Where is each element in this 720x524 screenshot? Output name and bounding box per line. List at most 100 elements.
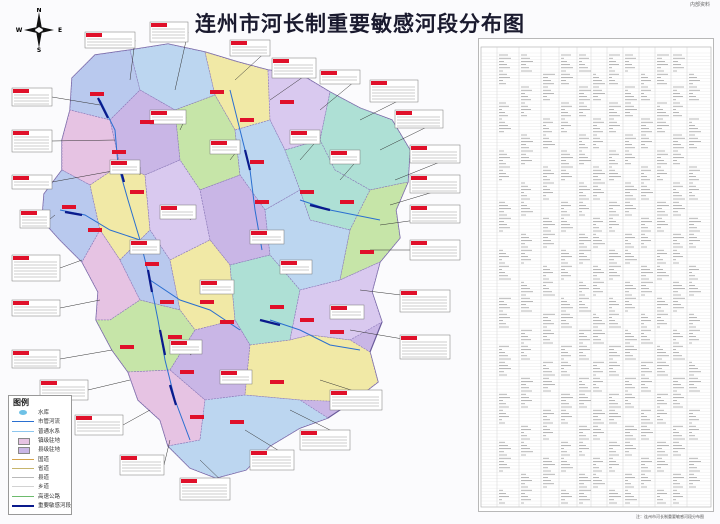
segment-callout-tag <box>291 131 307 135</box>
segment-callout-tag <box>281 261 297 265</box>
legend-label: 县级驻地 <box>38 447 61 454</box>
segment-callout <box>179 477 231 501</box>
segment-callout-tag <box>13 131 29 135</box>
leader-line <box>49 214 56 220</box>
sensitive-segment <box>259 318 281 327</box>
river-segment-label <box>220 320 234 324</box>
river-south-east-branch <box>269 319 361 351</box>
compass-east: E <box>58 27 62 34</box>
leader-line <box>51 169 119 183</box>
segment-callout-tag <box>301 431 317 435</box>
compass-west: W <box>16 27 23 34</box>
river-segment-label <box>360 250 374 254</box>
river-segment-label <box>168 335 182 339</box>
legend-label: 镇级驻地 <box>38 437 61 444</box>
segment-callout-tag <box>13 89 29 93</box>
segment-callout-tag <box>331 391 347 395</box>
map-footnote: 注：连州市河长制重要敏感河段分布图 <box>636 514 704 519</box>
legend-symbol-icon <box>12 505 34 507</box>
segment-callout-tag <box>321 71 337 75</box>
sensitive-segment <box>146 269 154 293</box>
river-segment-label <box>300 318 314 322</box>
river-segment-label <box>160 300 174 304</box>
legend-item: 国道 <box>12 455 70 464</box>
river-segment-label <box>270 380 284 384</box>
leader-line <box>51 96 101 106</box>
legend-label: 市管河流 <box>38 419 61 426</box>
legend-item: 重要敏感河段 <box>12 501 72 510</box>
segment-callout <box>11 129 53 153</box>
segment-callout-tag <box>411 146 427 150</box>
legend-symbol-icon <box>12 421 34 423</box>
segment-callout-tag <box>401 291 417 295</box>
river-segment-label <box>90 92 104 96</box>
river-segment-label <box>130 190 144 194</box>
legend-label: 重要敏感河段 <box>38 503 72 509</box>
legend-title: 图例 <box>13 397 29 407</box>
legend-label: 县道 <box>38 475 50 482</box>
river-segment-label <box>62 205 76 209</box>
segment-callout <box>369 79 419 103</box>
segment-callout-tag <box>13 176 29 180</box>
leader-line <box>87 379 131 391</box>
segment-callout-tag <box>76 416 92 420</box>
legend-symbol-icon <box>12 430 34 432</box>
legend-symbol-icon <box>18 447 30 455</box>
legend-symbol-icon <box>12 477 34 479</box>
sensitive-segment <box>97 97 109 119</box>
river-segment-label <box>120 345 134 349</box>
river-segment-label <box>140 120 154 124</box>
legend-symbol-icon <box>12 495 34 497</box>
legend-label: 普通水系 <box>38 428 61 435</box>
segment-callout-tag <box>13 256 29 260</box>
segment-callout-tag <box>211 141 227 145</box>
river-segment-label <box>200 300 214 304</box>
river-segment-label <box>240 118 254 122</box>
river-segment-label <box>255 200 269 204</box>
segment-callout-tag <box>251 451 267 455</box>
legend-symbol-icon <box>12 467 34 469</box>
segment-callout-tag <box>171 341 187 345</box>
segment-callout-tag <box>151 111 167 115</box>
compass-south: S <box>37 47 41 52</box>
segment-callout-tag <box>411 206 427 210</box>
segment-callout-tag <box>181 479 197 483</box>
segment-callout-tag <box>411 176 427 180</box>
segment-callout-tag <box>111 161 127 165</box>
map-legend: 图例 水库市管河流普通水系镇级驻地县级驻地国道省道县道乡道高速公路重要敏感河段 <box>8 395 72 515</box>
segment-callout-tag <box>331 306 347 310</box>
river-segment-label <box>210 90 224 94</box>
segment-callout-tag <box>251 231 267 235</box>
corner-label: 内部资料 <box>689 2 710 8</box>
map-title: 连州市河长制重要敏感河段分布图 <box>195 11 525 36</box>
segment-callout-tag <box>411 241 427 245</box>
legend-label: 省道 <box>38 465 50 472</box>
segment-callout-tag <box>86 33 102 37</box>
river-segment-label <box>250 160 264 164</box>
river-segment-label <box>340 200 354 204</box>
segment-callout-tag <box>273 59 289 63</box>
leader-line <box>122 409 151 426</box>
sensitive-segment <box>158 329 167 356</box>
segment-callout-tag <box>331 151 347 155</box>
segment-callout-tag <box>13 351 29 355</box>
segment-callout-tag <box>121 456 137 460</box>
legend-item: 县道 <box>12 473 70 482</box>
legend-item: 县级驻地 <box>12 445 70 455</box>
legend-item: 省道 <box>12 464 70 473</box>
river-segment-label <box>145 262 159 266</box>
river-east-branch <box>299 199 381 221</box>
legend-item: 乡道 <box>12 482 70 491</box>
legend-item: 水库 <box>12 408 70 417</box>
legend-item: 镇级驻地 <box>12 436 70 445</box>
river-segment-label <box>190 415 204 419</box>
river-segment-label <box>330 330 344 334</box>
legend-symbol-icon <box>18 437 30 445</box>
legend-label: 高速公路 <box>38 493 61 500</box>
segment-table-grid <box>480 46 712 508</box>
segment-callout-tag <box>151 23 167 27</box>
leader-line <box>163 439 171 466</box>
river-segment-label <box>270 305 284 309</box>
leader-line <box>51 139 116 142</box>
